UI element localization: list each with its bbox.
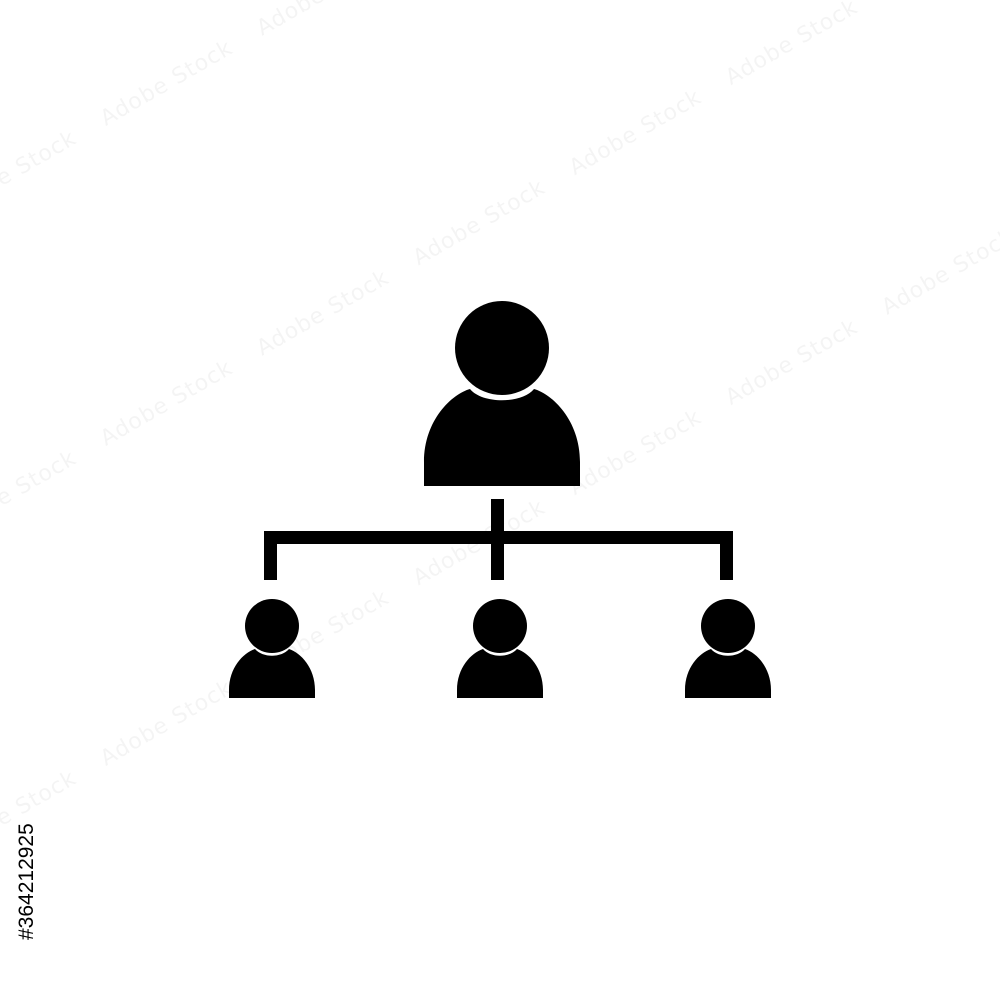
subordinate-person-icon-center	[457, 599, 543, 698]
subordinate-person-icon-right	[685, 599, 771, 698]
horizontal-bar	[264, 531, 733, 544]
org-chart-icon	[229, 301, 771, 698]
subordinate-head	[701, 599, 755, 653]
stock-id-label: #364212925	[15, 823, 38, 940]
manager-body	[424, 389, 580, 486]
manager-person-icon	[424, 301, 580, 486]
subordinate-person-icon-left	[229, 599, 315, 698]
subordinate-head	[473, 599, 527, 653]
subordinate-head	[245, 599, 299, 653]
right-drop	[720, 531, 733, 580]
subordinate-body	[457, 649, 543, 698]
subordinate-body	[229, 649, 315, 698]
manager-head	[455, 301, 549, 395]
left-drop	[264, 531, 277, 580]
hierarchy-connectors	[264, 499, 733, 580]
subordinate-body	[685, 649, 771, 698]
